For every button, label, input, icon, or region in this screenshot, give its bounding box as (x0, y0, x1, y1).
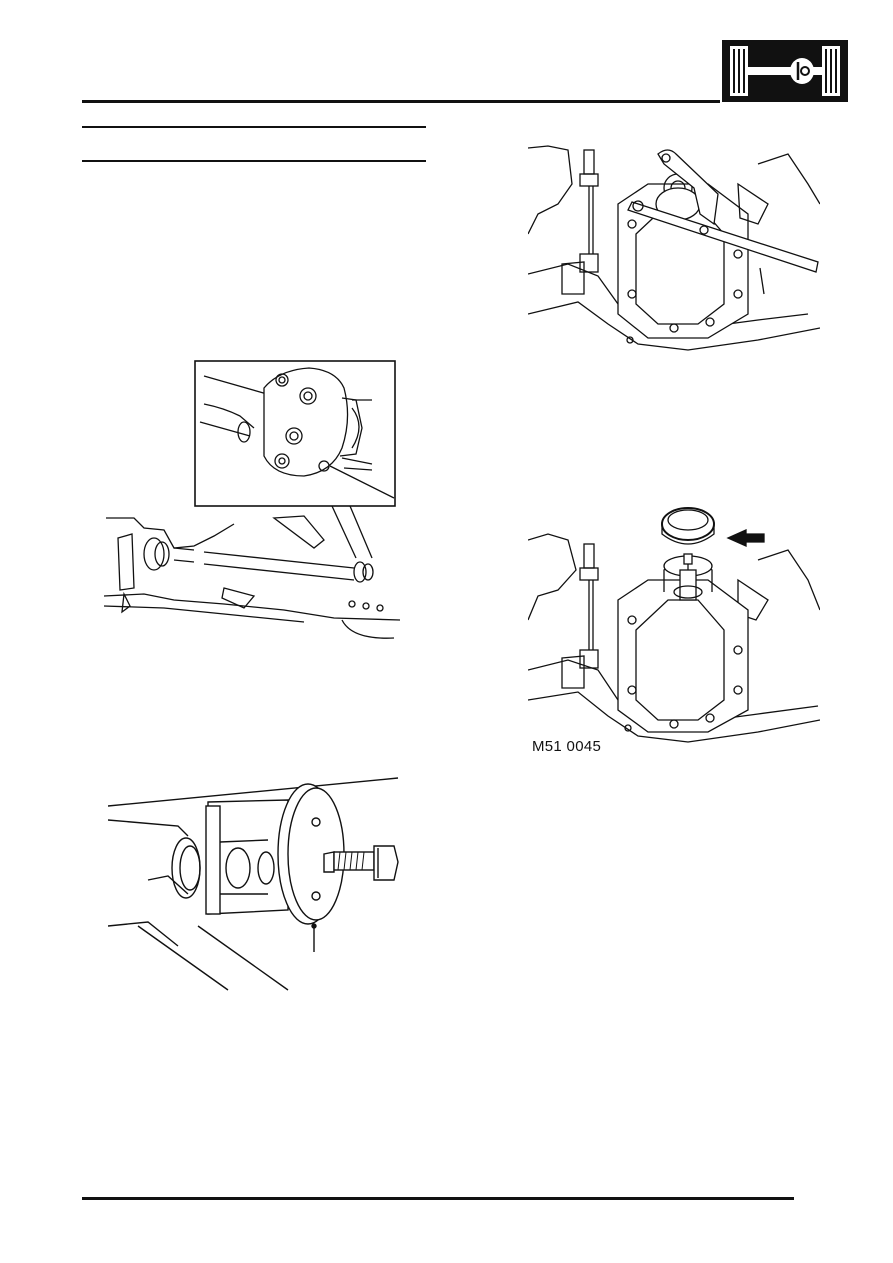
pinion-oil-seal-illustration (528, 500, 820, 744)
figure-caption-m51-0045: M51 0045 (532, 738, 602, 755)
section-title-rule-bottom (82, 160, 426, 162)
section-title-rule-top (82, 126, 426, 128)
seal-remover-tool-illustration (108, 776, 404, 994)
header-rule (82, 100, 720, 103)
footer-rule (82, 1197, 794, 1200)
section-icon-box (722, 40, 848, 102)
propshaft-illustration (104, 358, 400, 642)
rear-axle-icon (722, 40, 848, 102)
flange-wrench-illustration (528, 144, 820, 356)
